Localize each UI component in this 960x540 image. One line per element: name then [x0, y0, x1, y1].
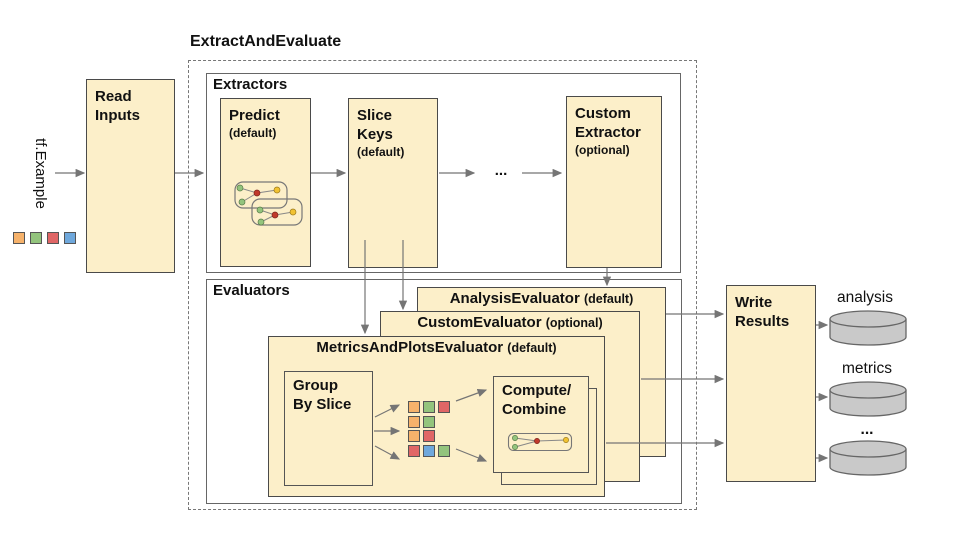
predict-subtitle: (default): [229, 125, 277, 140]
custom-extractor-title: Custom Extractor: [575, 105, 641, 141]
predict-title: Predict: [229, 107, 280, 124]
color-squares-row: [408, 444, 450, 457]
tf-example-squares: [13, 232, 76, 247]
slice-keys-subtitle: (default): [357, 144, 405, 159]
color-squares-row: [408, 401, 450, 413]
color-squares-row: [13, 232, 76, 244]
green-square-icon: [423, 415, 435, 428]
orange-square-icon: [13, 232, 25, 244]
group-by-slice-box: Group By Slice: [284, 371, 373, 486]
color-squares-row: [408, 430, 450, 442]
compute-combine-box: Compute/ Combine: [493, 376, 589, 473]
write-results-title: Write Results: [735, 294, 790, 330]
blue-square-icon: [423, 444, 435, 457]
sliced-examples-grid: [408, 401, 450, 459]
metrics-evaluator-subtitle: (default): [507, 341, 557, 355]
database-cylinder-icon: [829, 381, 907, 417]
slice-keys-title: Slice Keys: [357, 107, 393, 143]
group-by-slice-title: Group By Slice: [293, 377, 352, 413]
extractors-section: Extractors: [206, 73, 681, 273]
slice-keys-extractor-box: Slice Keys (default): [348, 98, 438, 268]
metrics-output-label: metrics: [842, 360, 892, 377]
write-results-box: Write Results: [726, 285, 816, 482]
orange-square-icon: [408, 401, 420, 413]
evaluators-label: Evaluators: [213, 282, 290, 299]
read-inputs-box: Read Inputs: [86, 79, 175, 273]
database-cylinder-icon: [829, 440, 907, 476]
model-graph-icon: [507, 432, 573, 452]
red-square-icon: [438, 401, 450, 413]
analysis-output-label: analysis: [837, 289, 893, 306]
extractors-ellipsis: ...: [494, 162, 508, 179]
tf-example-label: tf.Example: [32, 138, 49, 209]
color-squares-row: [408, 415, 450, 428]
analysis-evaluator-subtitle: (default): [583, 292, 634, 306]
green-square-icon: [30, 232, 42, 244]
extract-and-evaluate-container: [188, 60, 697, 510]
green-square-icon: [423, 401, 435, 413]
custom-extractor-subtitle: (optional): [575, 142, 630, 157]
read-inputs-title: Read Inputs: [95, 88, 140, 124]
red-square-icon: [408, 444, 420, 457]
diagram-title: ExtractAndEvaluate: [190, 33, 342, 50]
analysis-evaluator-title: AnalysisEvaluator: [449, 290, 580, 307]
metrics-evaluator-title: MetricsAndPlotsEvaluator: [316, 339, 504, 356]
custom-evaluator-subtitle: (optional): [545, 316, 603, 330]
blue-square-icon: [64, 232, 76, 244]
extractors-label: Extractors: [213, 76, 288, 93]
evaluators-section: Evaluators: [206, 279, 682, 504]
red-square-icon: [423, 430, 435, 442]
custom-evaluator-title: CustomEvaluator: [417, 314, 542, 331]
red-square-icon: [47, 232, 59, 244]
custom-extractor-box: Custom Extractor (optional): [566, 96, 662, 268]
database-cylinder-icon: [829, 310, 907, 346]
green-square-icon: [438, 444, 450, 457]
model-graph-icon: [234, 181, 303, 226]
compute-combine-title: Compute/ Combine: [502, 382, 572, 418]
orange-square-icon: [408, 430, 420, 442]
orange-square-icon: [408, 415, 420, 428]
more-outputs-ellipsis: ...: [860, 421, 874, 438]
